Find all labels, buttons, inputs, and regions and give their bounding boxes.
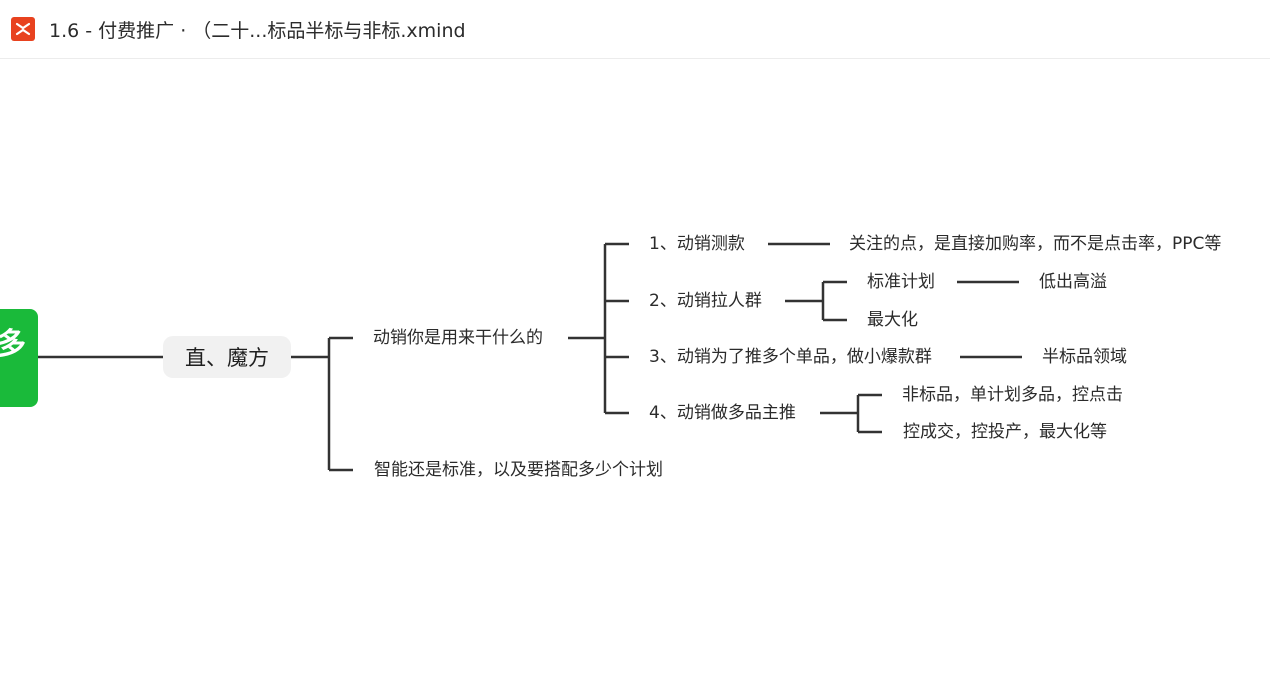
topic-focus-point[interactable]: 关注的点，是直接加购率，而不是点击率，PPC等 bbox=[849, 234, 1222, 254]
topic-standard-plan[interactable]: 标准计划 bbox=[867, 272, 935, 292]
mindmap-canvas[interactable]: 多 直、魔方 动销你是用来干什么的 智能还是标准，以及要搭配多少个计划 1、动销… bbox=[0, 59, 1270, 693]
root-topic[interactable]: 多 bbox=[0, 309, 38, 407]
topic-smart-or-standard[interactable]: 智能还是标准，以及要搭配多少个计划 bbox=[374, 460, 663, 480]
title-bar: 1.6 - 付费推广 · （二十...标品半标与非标.xmind bbox=[0, 0, 1270, 59]
topic-maximize[interactable]: 最大化 bbox=[867, 310, 918, 330]
topic-semi-standard[interactable]: 半标品领域 bbox=[1042, 347, 1127, 367]
main-topic[interactable]: 直、魔方 bbox=[163, 336, 291, 378]
xmind-icon bbox=[11, 17, 35, 41]
root-topic-label: 多 bbox=[0, 327, 26, 362]
topic-dongxiao-multi-product[interactable]: 3、动销为了推多个单品，做小爆款群 bbox=[649, 347, 932, 367]
topic-low-out-high-premium[interactable]: 低出高溢 bbox=[1039, 272, 1107, 292]
topic-non-standard[interactable]: 非标品，单计划多品，控点击 bbox=[902, 385, 1123, 405]
topic-dongxiao-main-push[interactable]: 4、动销做多品主推 bbox=[649, 403, 796, 423]
topic-control-conversion[interactable]: 控成交，控投产，最大化等 bbox=[903, 422, 1107, 442]
connector-lines bbox=[38, 242, 1022, 472]
topic-dongxiao-test[interactable]: 1、动销测款 bbox=[649, 234, 745, 254]
topic-dongxiao-audience[interactable]: 2、动销拉人群 bbox=[649, 291, 762, 311]
topic-dongxiao-purpose[interactable]: 动销你是用来干什么的 bbox=[373, 328, 543, 348]
window-title: 1.6 - 付费推广 · （二十...标品半标与非标.xmind bbox=[49, 20, 466, 42]
